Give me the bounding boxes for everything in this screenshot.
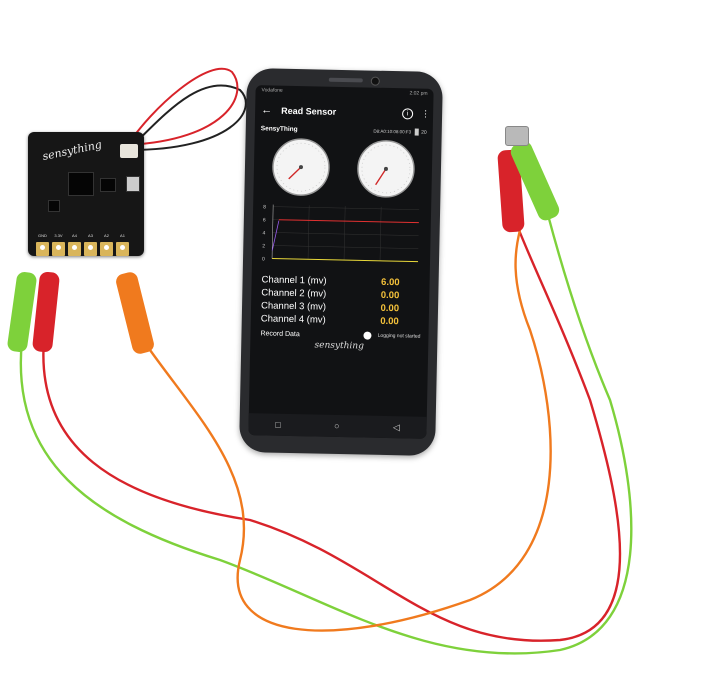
board-pin-labels: GND 3.3V A4 A3 A2 A1: [36, 233, 129, 238]
chart-y-tick: 6: [263, 217, 266, 223]
chart-series-purple: [271, 220, 280, 251]
live-chart: 8 6 4 2 0: [262, 204, 420, 263]
phone-camera: [370, 76, 380, 86]
pin-label: A3: [88, 233, 93, 238]
status-time: 2:02 pm: [409, 90, 428, 97]
temperature-sensor: [505, 126, 529, 146]
chart-y-tick: 0: [262, 256, 265, 262]
channel-label: Channel 2 (mv): [261, 287, 327, 300]
pin-label: A4: [72, 233, 77, 238]
record-toggle[interactable]: [363, 331, 372, 340]
back-triangle-icon[interactable]: ◁: [392, 421, 400, 432]
board-connector: [120, 144, 138, 158]
board-brand-label: sensything: [41, 137, 103, 164]
status-carrier: Vodafone: [261, 87, 283, 94]
board-top-black-wire: [127, 84, 247, 151]
board-chip-secondary: [100, 178, 116, 192]
chart-series-yellow: [272, 258, 419, 263]
chart-y-tick: 4: [263, 230, 266, 236]
orange-clip-left: [116, 272, 154, 354]
pin-label: A1: [120, 233, 125, 238]
battery-value: 20: [421, 129, 427, 136]
more-options-icon[interactable]: ⋮: [421, 108, 431, 119]
logging-status: Logging not started: [377, 332, 421, 340]
android-nav-bar: □ ○ ◁: [248, 413, 427, 439]
channel-value: 6.00: [380, 276, 400, 289]
green-clip-right: [510, 141, 560, 221]
device-mac: D8:A0:10:08:00:F3: [373, 128, 412, 135]
battery-icon: [415, 128, 420, 136]
gauge-right: [356, 140, 415, 198]
red-clip-right: [497, 149, 525, 233]
phone-screen: Vodafone 2:02 pm ← Read Sensor i ⋮ Sensy…: [248, 85, 434, 439]
board-pad: [68, 242, 81, 256]
green-wire: [19, 214, 633, 655]
pin-label: A2: [104, 233, 109, 238]
channel-label: Channel 3 (mv): [260, 300, 327, 313]
gauge-left: [271, 138, 330, 196]
sensything-board: sensything GND 3.3V A4 A3 A2 A1: [28, 132, 144, 256]
record-data-label: Record Data: [260, 329, 300, 338]
channel-value: 0.00: [380, 289, 400, 302]
board-pad: [52, 242, 65, 256]
board-pad: [36, 242, 49, 256]
sensything-watermark: sensything: [314, 340, 364, 352]
channel-label: Channel 1 (mv): [261, 274, 327, 287]
channel-value: 0.00: [380, 302, 400, 315]
recents-square-icon[interactable]: □: [275, 419, 281, 430]
channel-value: 0.00: [380, 315, 399, 328]
chart-y-tick: 8: [263, 204, 266, 210]
orange-wire: [149, 229, 552, 632]
home-circle-icon[interactable]: ○: [333, 420, 340, 432]
board-chip-usb: [126, 176, 140, 192]
board-chip-small: [48, 200, 60, 212]
pin-label: GND: [38, 233, 47, 238]
board-pad: [116, 242, 129, 256]
back-arrow-icon[interactable]: ←: [261, 104, 273, 117]
app-title: Read Sensor: [281, 105, 337, 117]
board-pad: [84, 242, 97, 256]
board-chip-main: [68, 172, 94, 196]
gauges-row: [253, 132, 432, 200]
board-pad-row: [36, 242, 129, 256]
phone-earpiece: [328, 77, 363, 83]
red-clip-left: [32, 271, 60, 353]
pin-label: 3.3V: [54, 233, 63, 238]
info-icon[interactable]: i: [402, 107, 414, 119]
record-row: Record Data Logging not started: [250, 325, 428, 341]
red-wire: [42, 219, 622, 642]
smartphone: Vodafone 2:02 pm ← Read Sensor i ⋮ Sensy…: [239, 67, 443, 457]
chart-series-red: [278, 219, 419, 224]
board-top-red-wire: [127, 67, 239, 146]
chart-y-tick: 2: [262, 243, 265, 249]
board-pad: [100, 242, 113, 256]
green-clip-left: [7, 272, 37, 352]
channel-list: Channel 1 (mv) 6.00 Channel 2 (mv) 0.00 …: [251, 267, 430, 329]
channel-label: Channel 4 (mv): [260, 313, 326, 326]
